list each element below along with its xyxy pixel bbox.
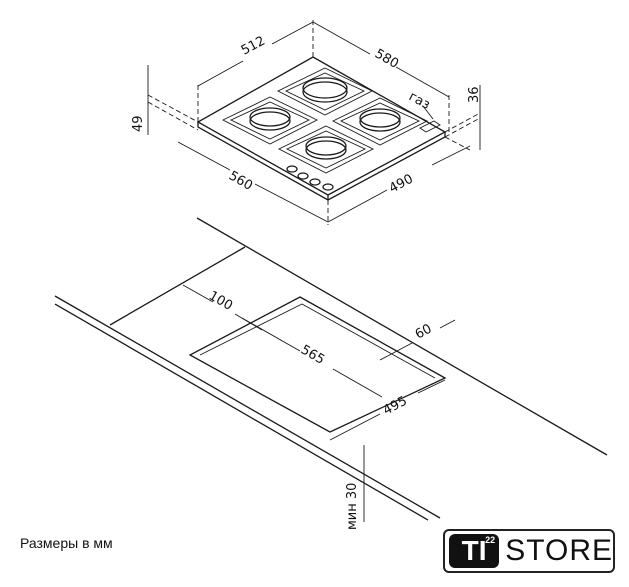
dim-560: 560 <box>226 168 255 193</box>
dim-512: 512 <box>239 34 268 59</box>
dim-min-30: мин 30 <box>345 483 360 530</box>
gas-label: газ <box>406 89 432 112</box>
dim-36: 36 <box>467 86 482 103</box>
units-caption: Размеры в мм <box>20 535 113 551</box>
dim-60: 60 <box>413 322 435 343</box>
countertop-drawing <box>54 217 608 522</box>
dim-580: 580 <box>372 46 401 71</box>
hob-drawing <box>196 56 447 201</box>
knobs <box>286 165 334 191</box>
hob-dimension-lines <box>147 20 481 225</box>
dim-495: 495 <box>381 394 410 419</box>
logo-store-text: STORE <box>505 534 613 567</box>
dim-490: 490 <box>387 172 416 197</box>
dim-49: 49 <box>131 115 146 132</box>
dim-565: 565 <box>298 342 327 367</box>
dim-100: 100 <box>206 288 235 313</box>
